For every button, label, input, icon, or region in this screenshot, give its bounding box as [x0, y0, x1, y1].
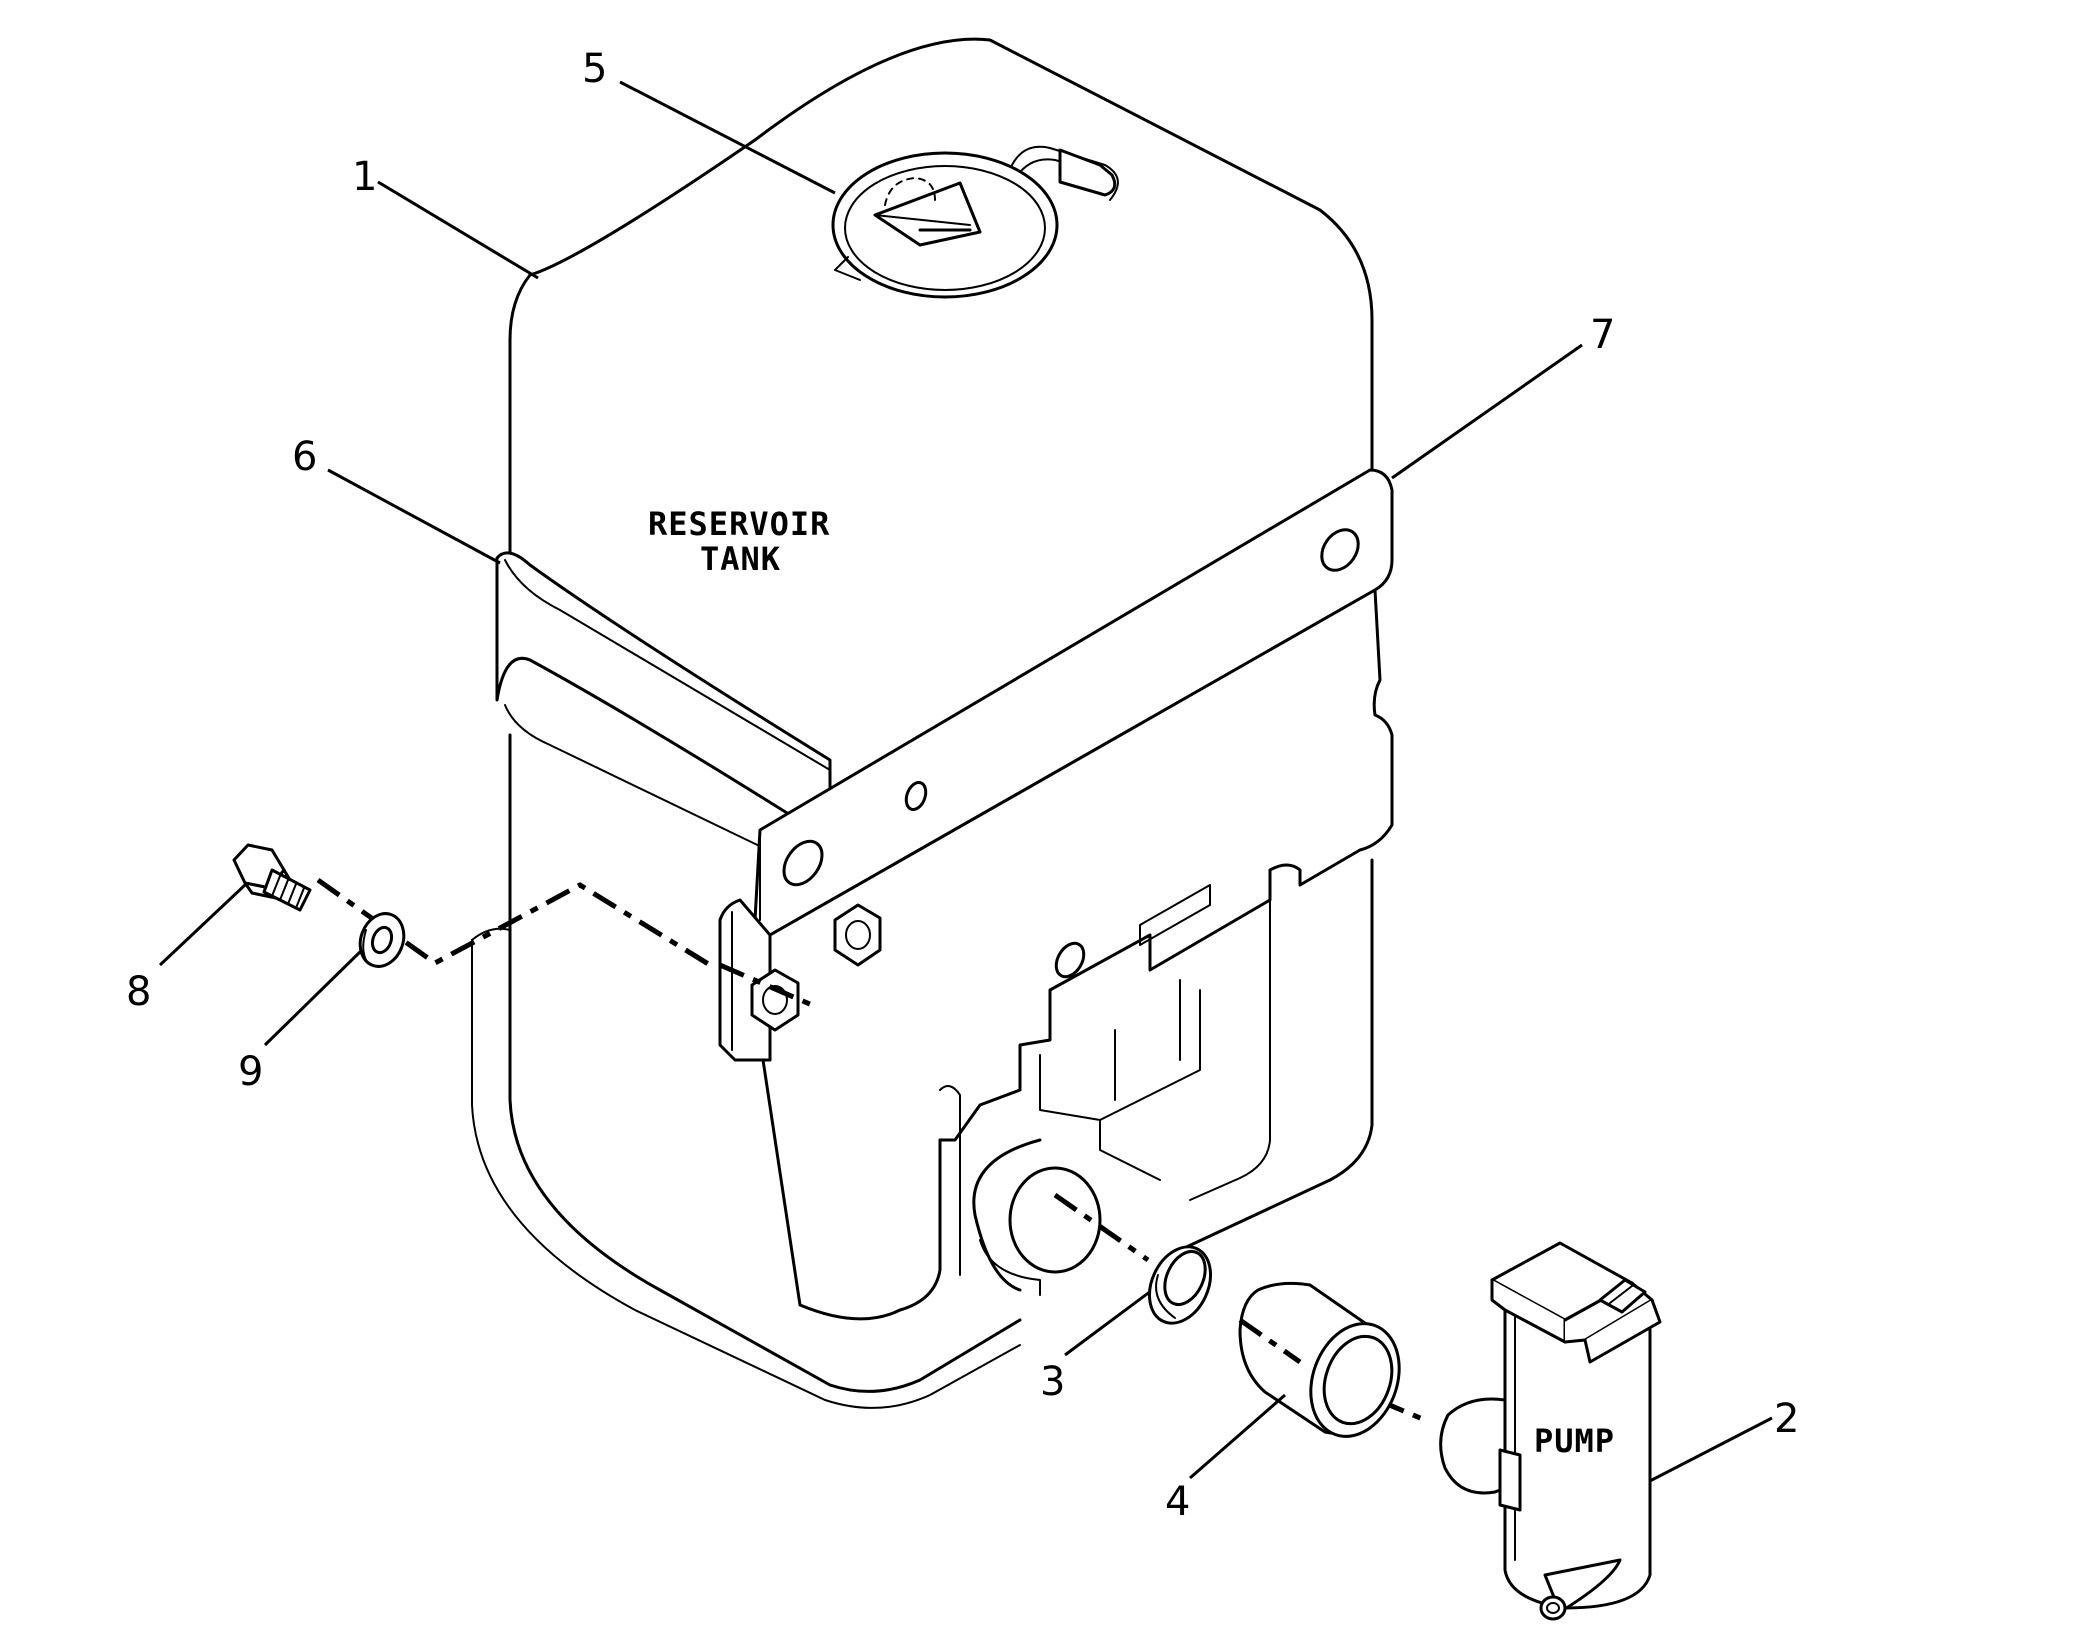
callout-7: 7	[1590, 312, 1615, 358]
bracket-slot-center	[1054, 941, 1086, 979]
strap	[495, 551, 832, 881]
callout-2: 2	[1774, 1396, 1799, 1442]
callout-3: 3	[1040, 1359, 1065, 1405]
callout-1: 1	[352, 154, 377, 200]
outlet-boss	[1008, 1166, 1102, 1274]
filter-screen	[1238, 1281, 1401, 1438]
callout-4: 4	[1165, 1479, 1190, 1525]
filler-cap	[831, 145, 1119, 299]
bracket-hole	[904, 780, 928, 812]
bracket-slot-upper	[1320, 528, 1360, 572]
bracket	[718, 468, 1394, 1321]
callout-5: 5	[582, 46, 607, 92]
reservoir-tank	[471, 37, 1374, 1409]
mounting-nut-left	[750, 968, 800, 1032]
tank-label-line2: TANK	[700, 540, 781, 578]
callout-8: 8	[126, 969, 151, 1015]
hex-bolt	[232, 843, 312, 912]
washer-pump	[1439, 1241, 1662, 1621]
callout-leaders	[158, 80, 1773, 1484]
tank-label-line1: RESERVOIR	[648, 505, 830, 543]
pump-label: PUMP	[1534, 1422, 1615, 1460]
grommet	[1148, 1245, 1212, 1325]
callout-6: 6	[292, 434, 317, 480]
washer	[358, 912, 406, 968]
bracket-slot-left	[782, 839, 824, 887]
callout-9: 9	[238, 1049, 263, 1095]
mounting-nut-right	[833, 903, 882, 967]
